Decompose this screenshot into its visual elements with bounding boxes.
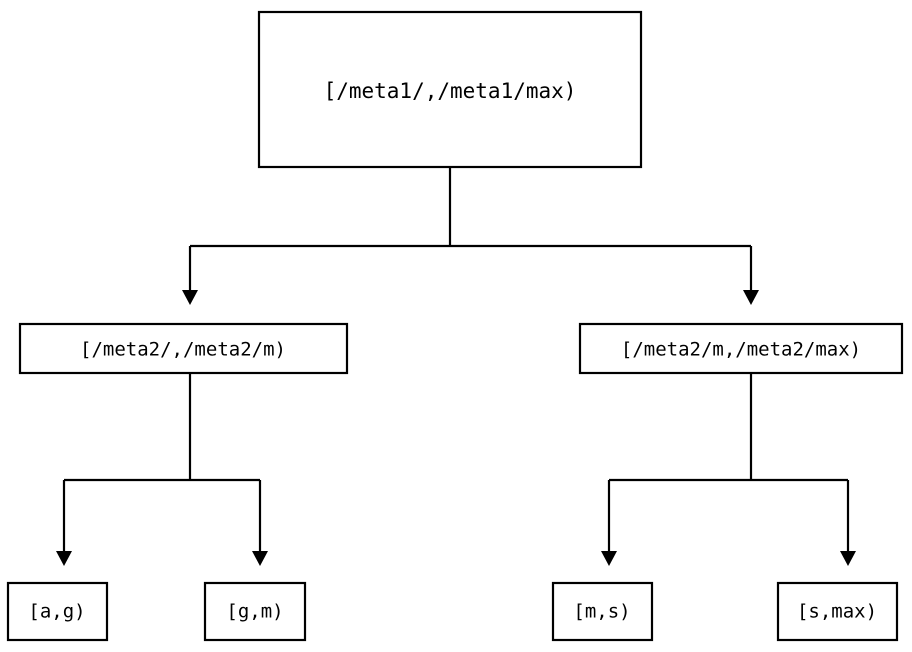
node-leaf-2-label: [g,m)	[226, 601, 283, 623]
edge-group-mid-right	[601, 373, 856, 566]
arrowhead-mid-left	[182, 290, 198, 305]
node-leaf-1-box[interactable]	[6, 581, 109, 642]
edge-group-mid-left	[56, 373, 268, 566]
arrowhead-leaf-1	[56, 551, 72, 566]
node-leaf-2-box[interactable]	[203, 581, 307, 642]
node-leaf-3[interactable]: [m,s)	[551, 581, 654, 642]
node-root-label: [/meta1/,/meta1/max)	[324, 79, 577, 103]
node-leaf-4[interactable]: [s,max)	[776, 581, 899, 642]
node-root[interactable]: [/meta1/,/meta1/max)	[257, 10, 643, 169]
node-mid-left-label: [/meta2/,/meta2/m)	[80, 339, 286, 361]
arrowhead-leaf-3	[601, 551, 617, 566]
node-leaf-4-box[interactable]	[776, 581, 899, 642]
node-mid-right[interactable]: [/meta2/m,/meta2/max)	[578, 322, 904, 375]
arrowhead-mid-right	[743, 290, 759, 305]
node-mid-left[interactable]: [/meta2/,/meta2/m)	[18, 322, 349, 375]
node-mid-right-label: [/meta2/m,/meta2/max)	[621, 339, 861, 361]
node-leaf-2[interactable]: [g,m)	[203, 581, 307, 642]
node-leaf-3-box[interactable]	[551, 581, 654, 642]
edge-group-root	[182, 167, 759, 305]
node-mid-left-box[interactable]	[18, 322, 349, 375]
node-leaf-4-label: [s,max)	[797, 601, 877, 623]
node-leaf-1[interactable]: [a,g)	[6, 581, 109, 642]
node-mid-right-box[interactable]	[578, 322, 904, 375]
arrowhead-leaf-4	[840, 551, 856, 566]
node-leaf-1-label: [a,g)	[28, 601, 85, 623]
node-leaf-3-label: [m,s)	[573, 601, 630, 623]
arrowhead-leaf-2	[252, 551, 268, 566]
node-root-box[interactable]	[257, 10, 643, 169]
